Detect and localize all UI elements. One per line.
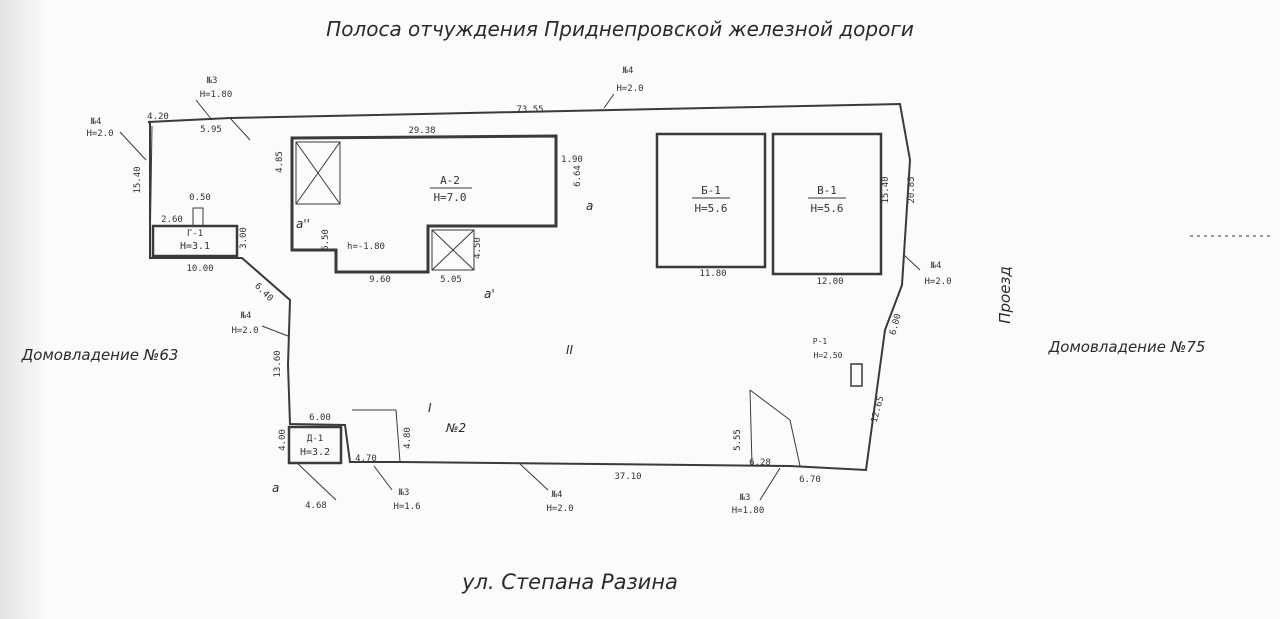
svg-text:6.70: 6.70 [799,475,821,485]
svg-text:H=2.0: H=2.0 [546,504,573,514]
svg-text:20.85: 20.85 [907,176,917,203]
building-r1 [850,363,863,387]
svg-text:29.38: 29.38 [408,126,435,136]
svg-text:II: II [566,343,574,357]
building-r1-height: H=2.50 [814,351,843,360]
svg-text:№3: №3 [206,76,218,86]
svg-text:№2: №2 [445,421,466,435]
building-v1-name: В-1 [817,184,837,197]
stair-cell [295,141,341,205]
svg-text:6.50: 6.50 [321,229,331,251]
fence-mark: №3 H=1.80 [732,467,781,516]
svg-text:5.55: 5.55 [733,429,743,451]
svg-text:4.68: 4.68 [305,501,327,511]
svg-text:15.40: 15.40 [133,166,143,193]
fence-mark: №3 H=1.80 [195,76,233,121]
svg-text:H=2.0: H=2.0 [924,277,951,287]
svg-text:a': a' [484,287,495,301]
building-d1-height: H=3.2 [300,447,330,458]
svg-text:№3: №3 [398,488,410,498]
building-b1-name: Б-1 [701,184,721,197]
svg-text:H=2.0: H=2.0 [616,84,643,94]
svg-text:4.85: 4.85 [275,151,285,173]
svg-text:2.60: 2.60 [161,215,183,225]
building-b1-height: H=5.6 [694,202,727,215]
fence-mark: №3 H=1.6 [373,465,421,512]
building-b1 [655,132,767,269]
fence-mark: №4 H=2.0 [86,117,147,161]
street-label: ул. Степана Разина [461,570,678,594]
svg-text:4.80: 4.80 [403,427,413,449]
building-a2-height: H=7.0 [433,191,466,204]
svg-text:I: I [428,401,432,415]
svg-text:5.95: 5.95 [200,125,222,135]
svg-text:6.64: 6.64 [573,165,583,187]
svg-text:h=-1.80: h=-1.80 [347,242,385,252]
svg-text:H=2.0: H=2.0 [231,326,258,336]
svg-text:№4: №4 [90,117,102,127]
building-v1-height: H=5.6 [810,202,843,215]
inner-fence-line [149,125,153,257]
svg-text:3.00: 3.00 [239,227,249,249]
svg-text:11.80: 11.80 [699,269,726,279]
svg-text:6.28: 6.28 [749,458,771,468]
svg-text:№4: №4 [551,490,563,500]
svg-text:12.65: 12.65 [870,395,887,424]
svg-text:1.90: 1.90 [561,155,583,165]
building-a2 [290,134,558,274]
right-neighbor-label: Домовладение №75 [1048,338,1206,356]
svg-text:5.05: 5.05 [440,275,462,285]
building-g1-name: Г-1 [187,229,203,239]
scan-edge [0,0,46,619]
svg-text:H=1.80: H=1.80 [200,90,233,100]
building-v1 [771,132,883,276]
svg-text:a: a [586,199,593,213]
svg-text:a: a [272,481,279,495]
passage-label: Проезд [996,266,1014,324]
svg-text:0.50: 0.50 [189,193,211,203]
svg-text:H=1.80: H=1.80 [732,506,765,516]
left-neighbor-label: Домовладение №63 [21,346,179,364]
building-d1-name: Д-1 [307,434,323,444]
svg-text:4.20: 4.20 [147,112,169,122]
marker-labels: a a' a'' a I №2 II [272,199,593,495]
svg-text:13.60: 13.60 [273,350,283,377]
top-strip-label: Полоса отчуждения Приднепровской железно… [326,17,914,41]
building-g1-height: H=3.1 [180,241,210,252]
svg-text:H=1.6: H=1.6 [393,502,420,512]
building-a2-name: А-2 [440,174,460,187]
building-r1-name: Р-1 [813,337,828,346]
svg-text:15.40: 15.40 [881,176,891,203]
svg-text:4.00: 4.00 [278,429,288,451]
dimension-labels: 73.55 29.38 4.20 5.95 15.40 10.00 6.40 1… [133,105,917,511]
svg-text:№4: №4 [930,261,942,271]
svg-text:a'': a'' [296,217,310,231]
fence-mark: №4 H=2.0 [519,463,574,514]
svg-text:4.50: 4.50 [473,237,483,259]
svg-text:10.00: 10.00 [186,264,213,274]
fence-mark: №4 H=2.0 [903,254,952,287]
svg-text:37.10: 37.10 [614,472,641,482]
svg-text:9.60: 9.60 [369,275,391,285]
svg-text:№3: №3 [739,493,751,503]
porch-cell [431,229,475,271]
svg-text:12.00: 12.00 [816,277,843,287]
building-d1 [287,425,343,465]
svg-text:4.70: 4.70 [355,454,377,464]
svg-text:73.55: 73.55 [516,105,543,115]
svg-text:H=2.0: H=2.0 [86,129,113,139]
fence-mark: №4 H=2.0 [231,311,289,337]
fence-mark: №4 H=2.0 [603,66,644,109]
svg-text:№4: №4 [240,311,252,321]
svg-text:6.00: 6.00 [309,413,331,423]
svg-text:№4: №4 [622,66,634,76]
